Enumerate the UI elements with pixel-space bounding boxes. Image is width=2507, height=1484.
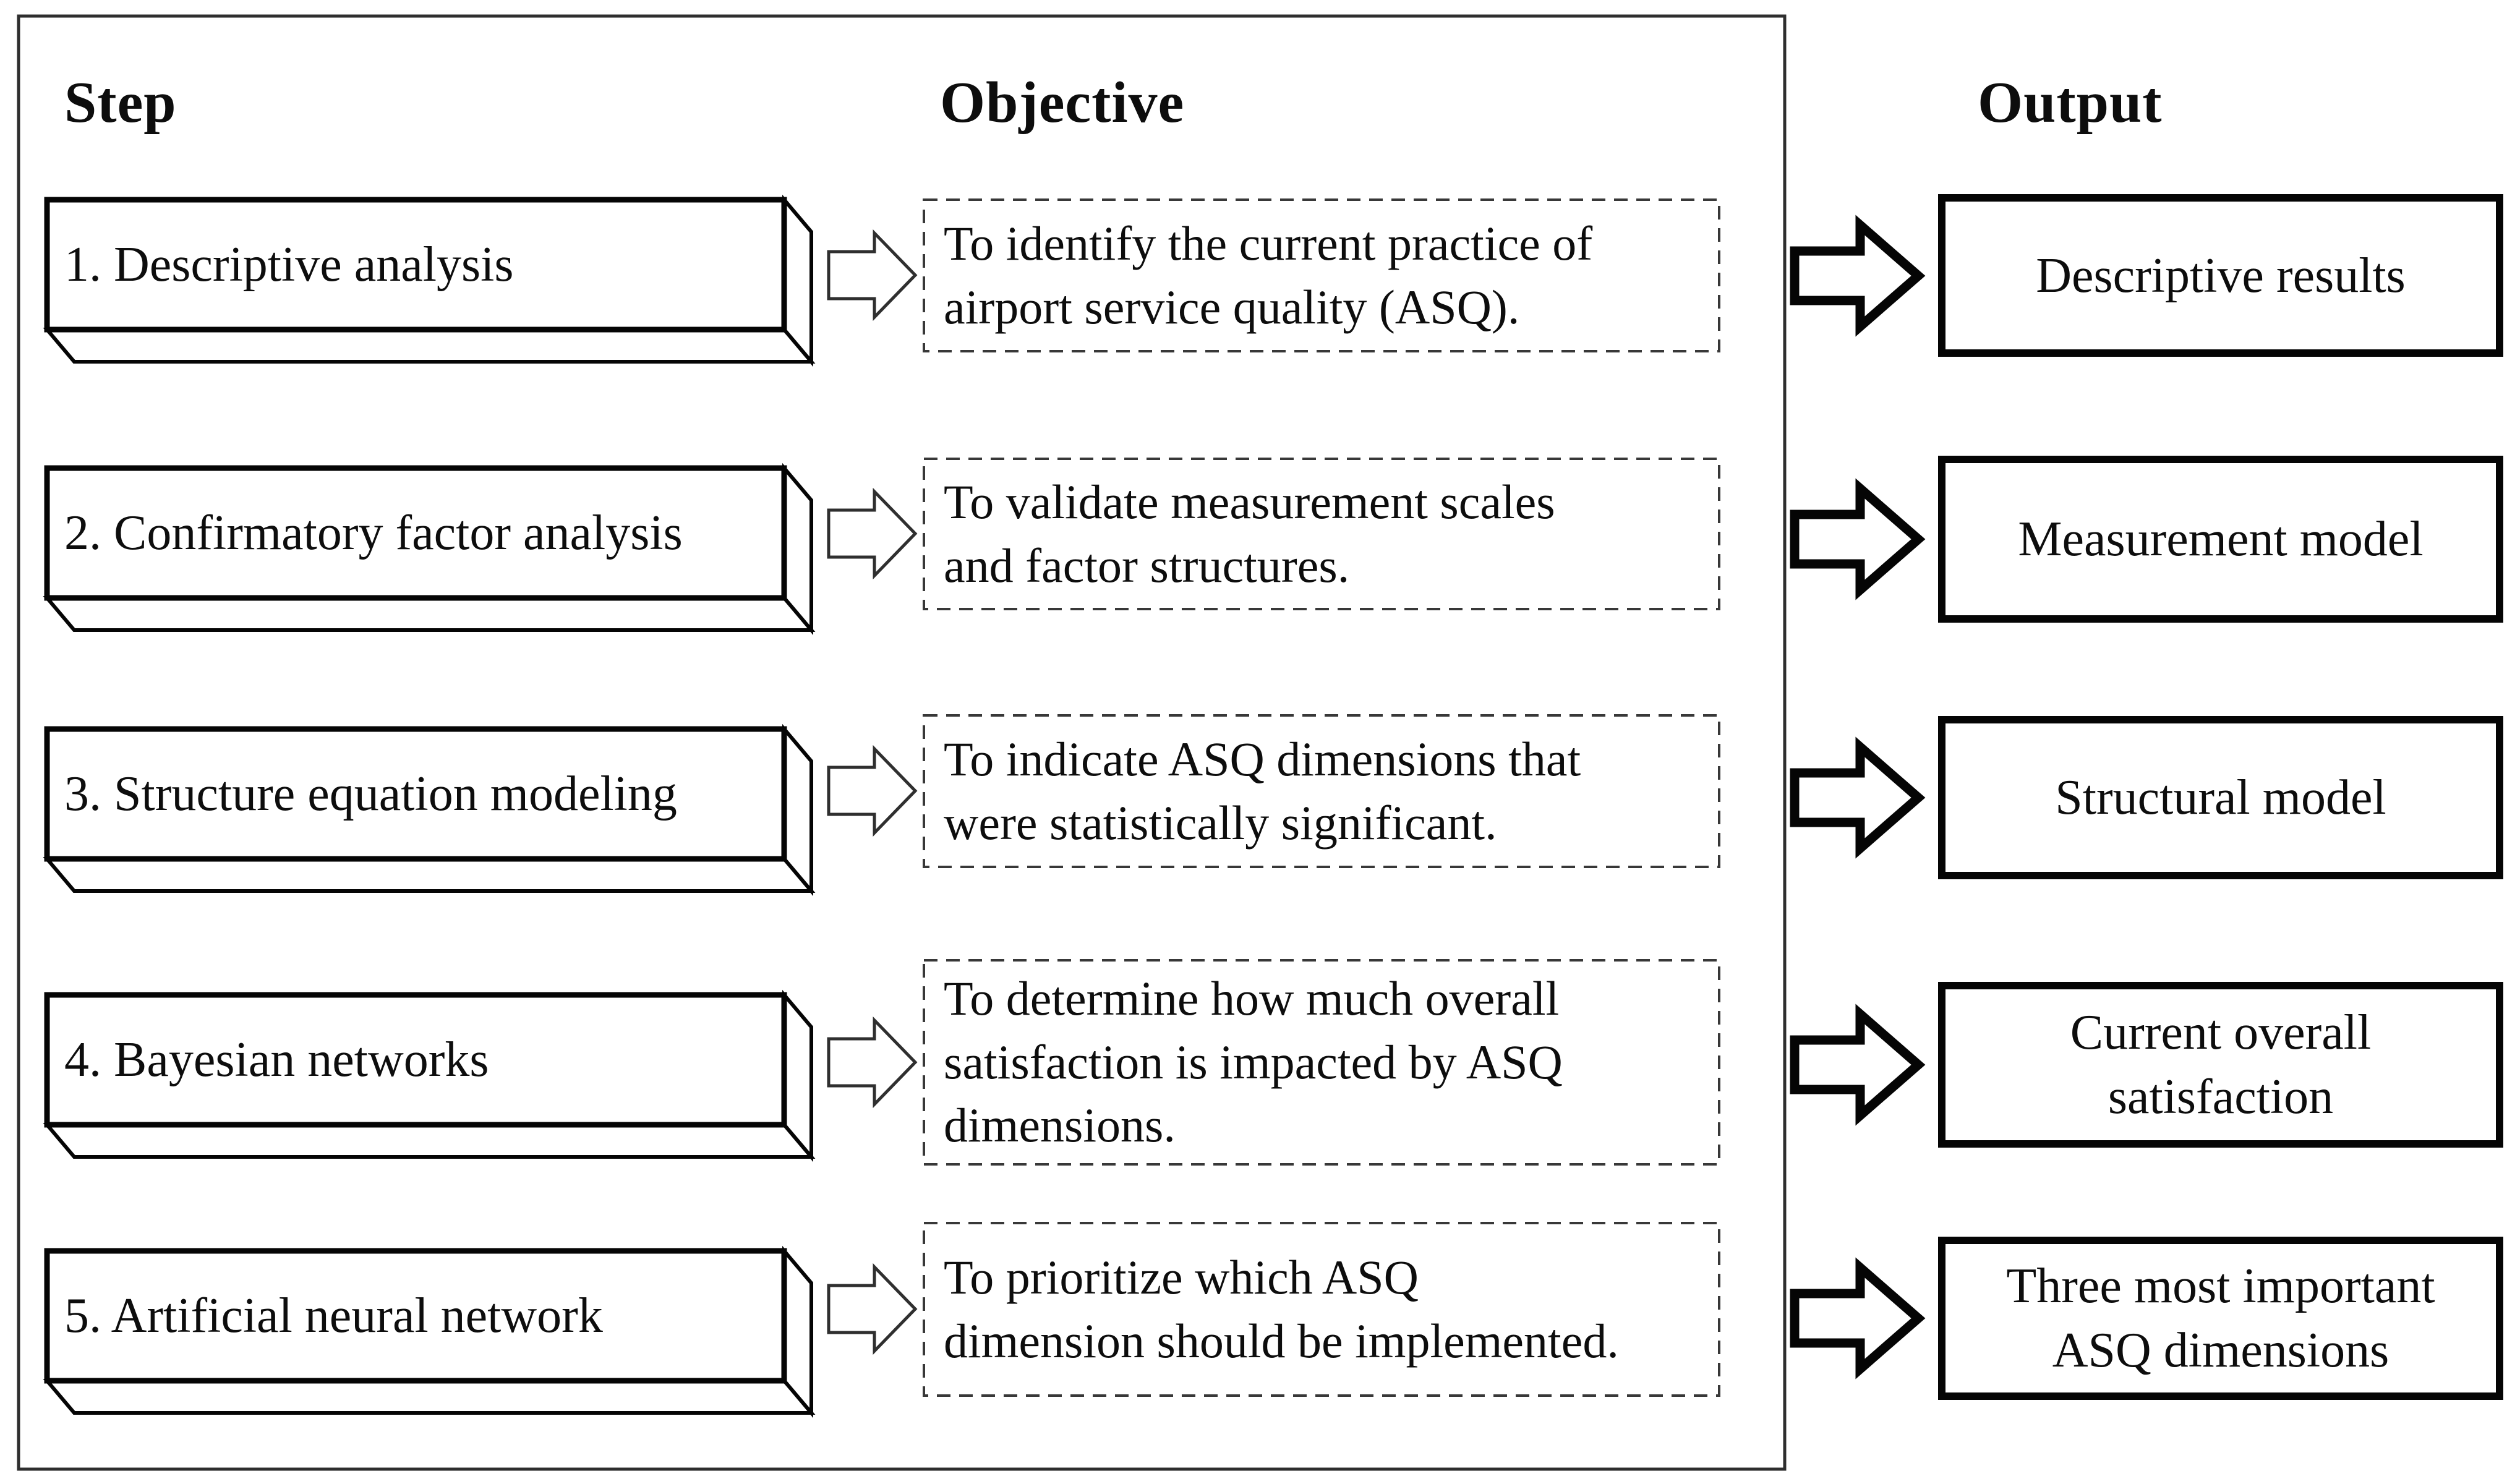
- step-to-objective-arrow-icon: [827, 744, 918, 837]
- objective-text: To prioritize which ASQ dimension should…: [944, 1250, 1619, 1368]
- step-to-objective-arrow-icon: [827, 229, 918, 322]
- step-box-3d: [43, 194, 816, 367]
- output-text: Descriptive results: [2036, 248, 2406, 303]
- step-label: 4. Bayesian networks: [64, 1032, 489, 1087]
- objective-text: To indicate ASQ dimensions that were sta…: [944, 731, 1581, 850]
- objective-box: [923, 714, 1720, 868]
- objective-box: [923, 959, 1720, 1166]
- step-box-3d: [43, 989, 816, 1162]
- objective-to-output-arrow-icon: [1790, 215, 1926, 337]
- output-box: [1938, 1237, 2503, 1400]
- output-box: [1938, 982, 2503, 1148]
- objective-text: To identify the current practice of airp…: [944, 216, 1593, 334]
- objective-text: To validate measurement scales and facto…: [944, 474, 1555, 592]
- column-header-output: Output: [1978, 70, 2163, 135]
- outer-frame: [17, 14, 1787, 1471]
- column-header-step: Step: [64, 70, 177, 135]
- step-box-3d: [43, 1245, 816, 1418]
- step-label: 2. Confirmatory factor analysis: [64, 505, 683, 560]
- output-box: [1938, 194, 2503, 357]
- objective-to-output-arrow-icon: [1790, 736, 1926, 859]
- step-to-objective-arrow-icon: [827, 1263, 918, 1355]
- output-text: Structural model: [2055, 770, 2386, 825]
- step-to-objective-arrow-icon: [827, 1016, 918, 1109]
- output-box: [1938, 716, 2503, 879]
- step-box-3d: [43, 463, 816, 636]
- objective-to-output-arrow-icon: [1790, 1257, 1926, 1380]
- column-header-objective: Objective: [940, 70, 1185, 135]
- step-label: 5. Artificial neural network: [64, 1288, 603, 1343]
- objective-text: To determine how much overall satisfacti…: [944, 971, 1563, 1153]
- objective-to-output-arrow-icon: [1790, 1004, 1926, 1126]
- output-box: [1938, 456, 2503, 623]
- output-text: Current overall satisfaction: [2070, 1005, 2372, 1124]
- output-text: Three most important ASQ dimensions: [2006, 1259, 2435, 1378]
- output-text: Measurement model: [2018, 512, 2424, 566]
- objective-box: [923, 198, 1720, 352]
- step-box-3d: [43, 723, 816, 897]
- step-to-objective-arrow-icon: [827, 487, 918, 580]
- objective-to-output-arrow-icon: [1790, 478, 1926, 600]
- step-label: 3. Structure equation modeling: [64, 766, 677, 821]
- step-label: 1. Descriptive analysis: [64, 237, 514, 292]
- objective-box: [923, 458, 1720, 610]
- objective-box: [923, 1222, 1720, 1397]
